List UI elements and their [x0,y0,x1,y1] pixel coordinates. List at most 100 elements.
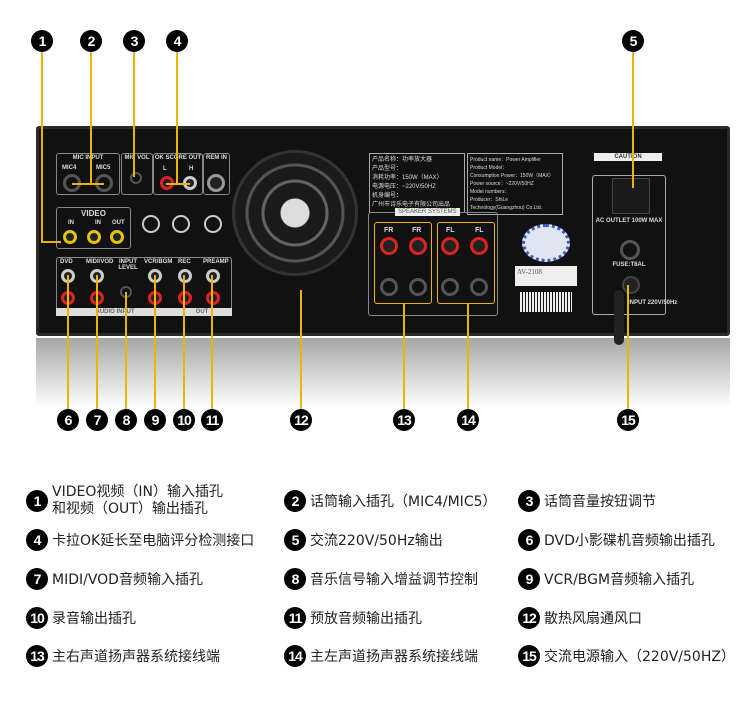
moisture-logo-icon [172,215,190,233]
ok-score-section [153,153,203,195]
callout-3: 3 [123,30,145,52]
cert-logo-icon [142,215,160,233]
mic-input-label: MIC INPUT [72,155,104,161]
video-in-label-2: IN [95,220,101,226]
callout-line [300,290,302,410]
callout-4: 4 [166,30,188,52]
callout-line [96,275,98,410]
callout-line [125,292,127,410]
mic-volume-knob[interactable] [130,172,142,184]
video-in-label: IN [68,220,74,226]
barcode-icon [520,292,572,312]
callout-line [72,183,104,185]
inspection-seal [522,224,570,262]
midi-vod-label: MIDI/VOD [86,259,114,265]
preamp-label: PREAMP [203,259,229,265]
callout-line [154,275,156,410]
preamp-jack-r[interactable] [206,291,220,305]
callout-8: 8 [115,409,137,431]
video-in-jack[interactable] [63,230,77,244]
caution-label: CAUTION [594,153,662,161]
fr-negative[interactable] [380,278,398,296]
callout-line [467,304,469,410]
label-plate-cn: 产品名称：功率放大器产品型号：消耗功率：150W（MAX）电源电压：~220V/… [369,153,465,213]
callout-line [183,275,185,410]
fl-label: FL [446,227,455,234]
power-cord [622,276,640,294]
ac-outlet-label: AC OUTLET 100W MAX [595,218,663,224]
callout-line [133,52,135,177]
fuse-label: FUSE:T8AL [612,262,646,268]
callout-1: 1 [31,30,53,52]
fr-positive[interactable] [380,237,398,255]
video-section [56,207,131,249]
h-label: H [189,166,194,172]
fuse-holder[interactable] [620,240,640,260]
callout-line [403,304,405,410]
audio-input-label: AUDIO INPUT [95,309,135,315]
rem-in-section [203,153,230,195]
preamp-jack-l[interactable] [206,269,220,283]
fr-positive-2[interactable] [409,237,427,255]
fr-negative-2[interactable] [409,278,427,296]
callout-2: 2 [80,30,102,52]
ac-outlet[interactable] [612,178,650,214]
video-label: VIDEO [81,209,106,218]
fl-negative[interactable] [441,278,459,296]
callout-13: 13 [393,409,415,431]
audio-strip [56,308,232,316]
audio-out-label: OUT [195,309,209,315]
callout-14: 14 [457,409,479,431]
speaker-systems-label: SPEAKER SYSTEMS [395,208,460,216]
fr-terminal-group [374,222,432,304]
callout-line [90,52,92,184]
barcode-sticker: AV-2108 [515,266,577,286]
power-section [592,175,666,315]
rec-label: REC [178,259,191,265]
dvd-label: DVD [60,259,73,265]
fr-label-2: FR [412,227,422,234]
rem-in-label: REM IN [206,155,227,161]
callout-line [166,183,190,185]
video-in-jack-2[interactable] [87,230,101,244]
callout-12: 12 [290,409,312,431]
power-cable [614,290,624,345]
fl-label-2: FL [475,227,484,234]
fl-negative-2[interactable] [470,278,488,296]
ccc-logo-icon [204,215,222,233]
fl-terminal-group [437,222,495,304]
fl-positive[interactable] [441,237,459,255]
video-out-label: OUT [112,220,125,226]
video-out-jack[interactable] [110,230,124,244]
rem-in-jack[interactable] [207,174,225,192]
l-label: L [163,166,167,172]
fl-positive-2[interactable] [470,237,488,255]
rec-jack-l[interactable] [178,269,192,283]
cooling-fan [232,150,358,276]
callout-line [41,241,61,243]
callout-line [67,275,69,410]
callout-line [176,52,178,183]
mic4-label: MIC4 [62,165,77,171]
callout-line [632,52,634,188]
mic-vol-label: MIC VOL [124,155,150,161]
input-level-label: INPUT LEVEL [118,259,138,271]
callout-10: 10 [173,409,195,431]
audio-io-section [56,257,232,315]
mic-vol-section [121,153,153,195]
callout-11: 11 [201,409,223,431]
ok-score-out-label: OK SCORE OUT [154,155,202,161]
callout-line [211,275,213,410]
rec-jack-r[interactable] [178,291,192,305]
